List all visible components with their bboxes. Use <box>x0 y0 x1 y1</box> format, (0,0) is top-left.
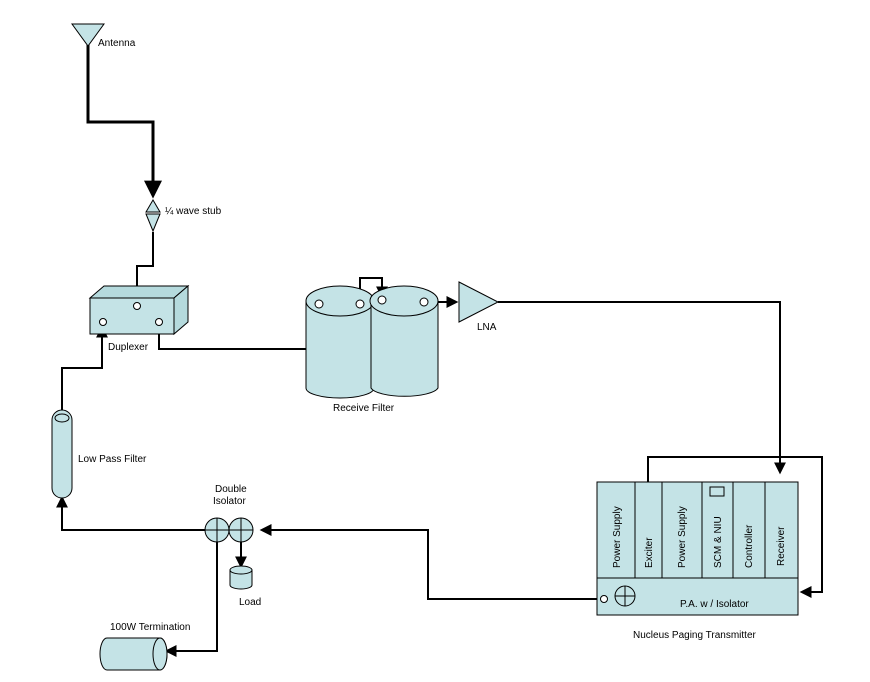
transmitter-rack <box>596 481 799 616</box>
lna-label: LNA <box>477 322 497 333</box>
antenna-label: Antenna <box>98 38 136 49</box>
double-isolator-label-2: Isolator <box>213 496 246 507</box>
module-scm-niu: SCM & NIU <box>713 516 724 568</box>
module-power-supply-1: Power Supply <box>612 506 623 568</box>
low-pass-filter <box>51 409 73 499</box>
wire-exciter-pa <box>647 456 823 598</box>
wave-stub-label: ¼ wave stub <box>165 205 222 217</box>
load-cylinder <box>229 565 253 590</box>
load-label: Load <box>239 597 261 608</box>
module-receiver: Receiver <box>776 526 787 566</box>
antenna-symbol <box>71 23 105 47</box>
pa-isolator-label: P.A. w / Isolator <box>680 599 749 610</box>
termination-label: 100W Termination <box>110 622 190 633</box>
wire-lpf-duplexer <box>61 325 108 418</box>
module-controller: Controller <box>744 524 755 568</box>
module-power-supply-2: Power Supply <box>677 506 688 568</box>
termination-cylinder <box>99 637 168 671</box>
module-exciter: Exciter <box>644 537 655 568</box>
receive-filter-label: Receive Filter <box>333 403 395 414</box>
wire-antenna-stub <box>86 44 162 199</box>
low-pass-filter-label: Low Pass Filter <box>78 454 147 465</box>
transmitter-label: Nucleus Paging Transmitter <box>633 630 757 641</box>
double-isolator-label-1: Double <box>215 484 247 495</box>
wave-stub <box>145 199 161 233</box>
wire-isolator-termination <box>164 542 218 657</box>
lna-amplifier <box>458 281 500 323</box>
wire-lna-receiver <box>498 301 786 475</box>
duplexer-label: Duplexer <box>108 342 149 353</box>
receive-filter-cavities <box>305 285 439 399</box>
duplexer-box <box>88 284 190 336</box>
wire-stub-duplexer <box>131 232 154 303</box>
wire-pa-isolator <box>259 524 602 600</box>
double-isolator <box>204 517 254 543</box>
wire-isolator-lpf <box>56 495 205 531</box>
